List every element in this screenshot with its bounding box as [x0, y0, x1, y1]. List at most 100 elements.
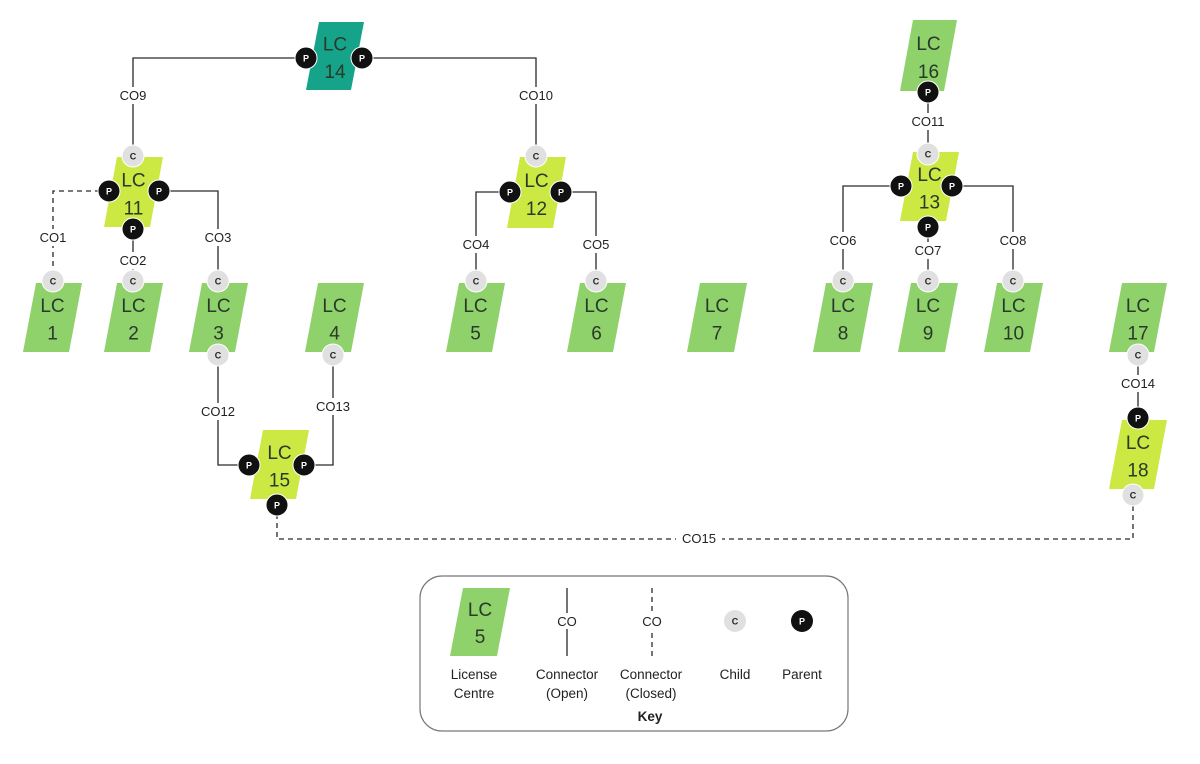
svg-text:P: P	[799, 617, 805, 627]
license-centre-label-line2: 18	[1127, 461, 1148, 482]
svg-text:C: C	[1130, 491, 1137, 501]
svg-text:P: P	[303, 54, 309, 64]
license-centre-lc2: LC2	[104, 283, 163, 352]
svg-text:P: P	[507, 188, 513, 198]
child-icon-lc3-child: C	[206, 269, 230, 293]
svg-text:P: P	[925, 88, 931, 98]
child-icon-lc5-child: C	[464, 269, 488, 293]
child-icon-lc17-child-bottom: C	[1126, 343, 1150, 367]
svg-text:C: C	[215, 277, 222, 287]
legend-label-open-line2: (Open)	[546, 686, 588, 701]
license-centre-label-line1: LC	[322, 296, 346, 317]
license-centre-label-line1: LC	[916, 34, 940, 55]
legend-label-license-line2: Centre	[454, 686, 495, 701]
license-centre-lc9: LC 9	[898, 283, 958, 352]
parent-icon-lc15-parent-right: P	[292, 453, 316, 477]
license-centre-label-line2: 6	[591, 324, 602, 345]
license-centre-label-line1: LC	[916, 296, 940, 317]
connector-label-co7: CO7	[909, 242, 947, 259]
svg-text:P: P	[898, 182, 904, 192]
connector-label-co8: CO8	[994, 232, 1032, 249]
license-centre-shape	[898, 283, 958, 352]
parent-icon-lc18-parent-top: P	[1126, 406, 1150, 430]
connector-line-co6	[842, 185, 901, 281]
svg-text:CO9: CO9	[120, 88, 147, 103]
svg-text:P: P	[156, 187, 162, 197]
svg-text:CO2: CO2	[120, 253, 147, 268]
license-centre-label-line1: LC	[917, 165, 941, 186]
legend-key: LC 5 CO CO C P License Centre Connector …	[419, 575, 849, 732]
svg-text:C: C	[1010, 277, 1017, 287]
legend-label-closed-line1: Connector	[620, 667, 683, 682]
license-centre-label-line2: 13	[919, 193, 940, 214]
license-centre-label-line2: 17	[1127, 324, 1148, 345]
parent-icon-lc11-parent-bottom: P	[121, 217, 145, 241]
license-centre-label-line2: 11	[124, 198, 144, 219]
parent-icon-lc13-parent-left: P	[889, 174, 913, 198]
legend-label-open-line1: Connector	[536, 667, 599, 682]
svg-text:P: P	[558, 188, 564, 198]
connector-line-co1	[52, 190, 109, 281]
parent-icon-lc15-parent-bottom: P	[265, 493, 289, 517]
license-centre-shape	[687, 283, 747, 352]
svg-text:CO6: CO6	[830, 233, 857, 248]
svg-text:CO4: CO4	[463, 237, 490, 252]
legend-child-icon: C	[724, 610, 746, 632]
child-icon-lc1-child: C	[41, 269, 65, 293]
license-centre-shape	[446, 283, 505, 352]
license-centre-label-line2: 16	[918, 62, 939, 83]
license-centre-lc6: LC 6	[567, 283, 626, 352]
child-icon-lc13-child: C	[916, 142, 940, 166]
svg-text:CO11: CO11	[912, 114, 945, 129]
svg-text:P: P	[301, 461, 307, 471]
svg-text:C: C	[215, 351, 222, 361]
child-icon-lc4-child-bottom: C	[321, 343, 345, 367]
license-centre-shape	[189, 283, 248, 352]
license-centre-label-line2: 10	[1003, 324, 1024, 345]
license-centre-label-line1: LC	[267, 443, 291, 464]
svg-text:CO14: CO14	[1121, 376, 1155, 391]
connector-label-co14: CO14	[1116, 375, 1160, 392]
license-centre-shape	[1109, 420, 1167, 489]
svg-text:5: 5	[475, 627, 486, 648]
svg-text:CO13: CO13	[316, 399, 350, 414]
license-centre-shape	[900, 20, 957, 91]
svg-text:C: C	[593, 277, 600, 287]
svg-text:C: C	[840, 277, 847, 287]
connector-label-co13: CO13	[311, 398, 355, 415]
parent-icon-lc12-parent-right: P	[549, 180, 573, 204]
svg-text:C: C	[130, 152, 137, 162]
child-icon-lc9-child: C	[916, 269, 940, 293]
svg-text:C: C	[533, 152, 540, 162]
parent-icon-lc13-parent-right: P	[940, 174, 964, 198]
child-icon-lc12-child: C	[524, 144, 548, 168]
license-centre-label-line1: LC	[121, 170, 145, 191]
parent-icon-lc14-parent-right: P	[350, 46, 374, 70]
license-centre-label-line2: 4	[329, 324, 340, 345]
license-centre-label-line1: LC	[584, 296, 608, 317]
license-centre-shape	[900, 152, 959, 221]
svg-text:CO: CO	[642, 614, 662, 629]
license-centre-lc8: LC8	[813, 283, 873, 352]
legend-label-closed-line2: (Closed)	[625, 686, 676, 701]
license-centre-lc4: LC 4	[305, 283, 364, 352]
connector-label-co12: CO12	[196, 403, 240, 420]
svg-text:CO15: CO15	[682, 531, 716, 546]
connector-label-co6: CO6	[824, 232, 862, 249]
license-centre-lc11: LC 11	[104, 157, 163, 227]
license-centre-label-line2: 9	[923, 324, 934, 345]
svg-text:CO3: CO3	[205, 230, 232, 245]
svg-text:CO1: CO1	[40, 230, 67, 245]
svg-text:P: P	[925, 223, 931, 233]
license-centre-shape	[23, 283, 82, 352]
license-centre-label-line1: LC	[206, 296, 230, 317]
legend-parent-icon: P	[791, 610, 813, 632]
connector-line-co9	[132, 57, 306, 156]
license-centre-label-line1: LC	[323, 35, 347, 56]
license-centre-label-line2: 8	[838, 324, 849, 345]
license-centre-shape	[813, 283, 873, 352]
svg-text:C: C	[925, 277, 932, 287]
